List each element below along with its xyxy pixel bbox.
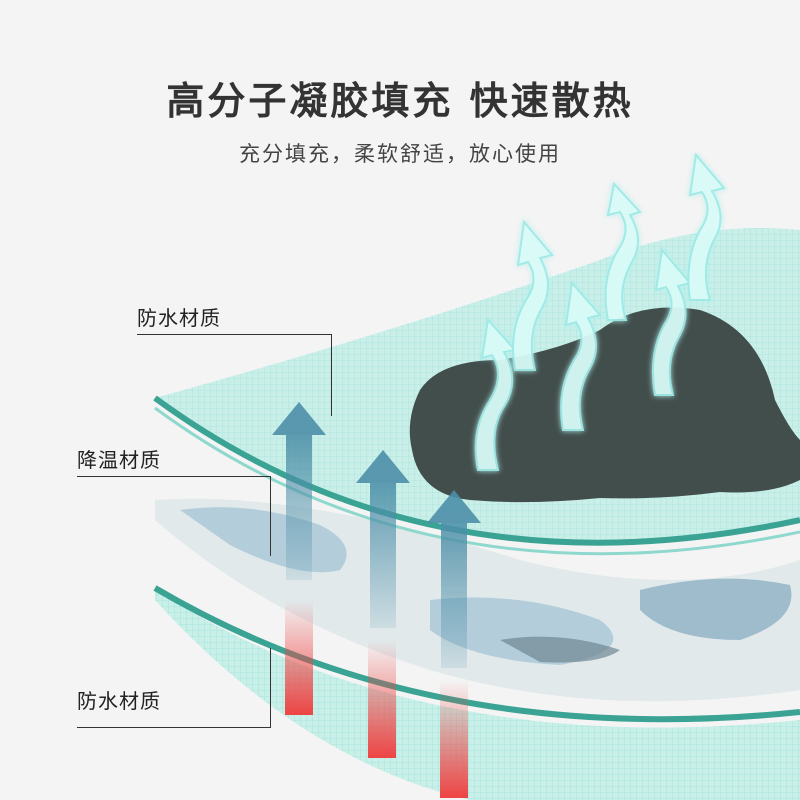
- blue-arrow-3: [427, 490, 481, 668]
- cool-arrow-6: [687, 152, 726, 301]
- middle-layer-label: 降温材质: [77, 448, 161, 472]
- cool-arrow-1: [474, 317, 517, 471]
- bottom-label-leader-h: [77, 727, 271, 728]
- top-layer-label: 防水材质: [137, 306, 221, 330]
- middle-label-leader-h: [77, 476, 271, 477]
- page-title: 高分子凝胶填充 快速散热: [166, 79, 634, 123]
- bottom-label-leader-v: [270, 648, 271, 728]
- red-heat-bar-1: [285, 600, 313, 715]
- blue-arrow-1: [272, 402, 326, 580]
- pet-silhouette: [409, 307, 800, 503]
- middle-label-leader-v: [270, 476, 271, 556]
- cool-arrow-4: [604, 181, 642, 321]
- blue-arrow-2: [356, 450, 410, 628]
- cool-arrow-5: [651, 247, 692, 396]
- middle-cooling-layer: [155, 498, 800, 702]
- page-subtitle: 充分填充，柔软舒适，放心使用: [239, 142, 561, 166]
- top-label-leader-h: [137, 334, 332, 335]
- cool-arrow-2: [560, 280, 602, 431]
- red-heat-bar-3: [440, 680, 468, 798]
- cool-arrow-3: [512, 219, 554, 371]
- top-label-leader-v: [331, 334, 332, 416]
- red-heat-bar-2: [368, 640, 396, 758]
- bottom-layer-label: 防水材质: [77, 689, 161, 713]
